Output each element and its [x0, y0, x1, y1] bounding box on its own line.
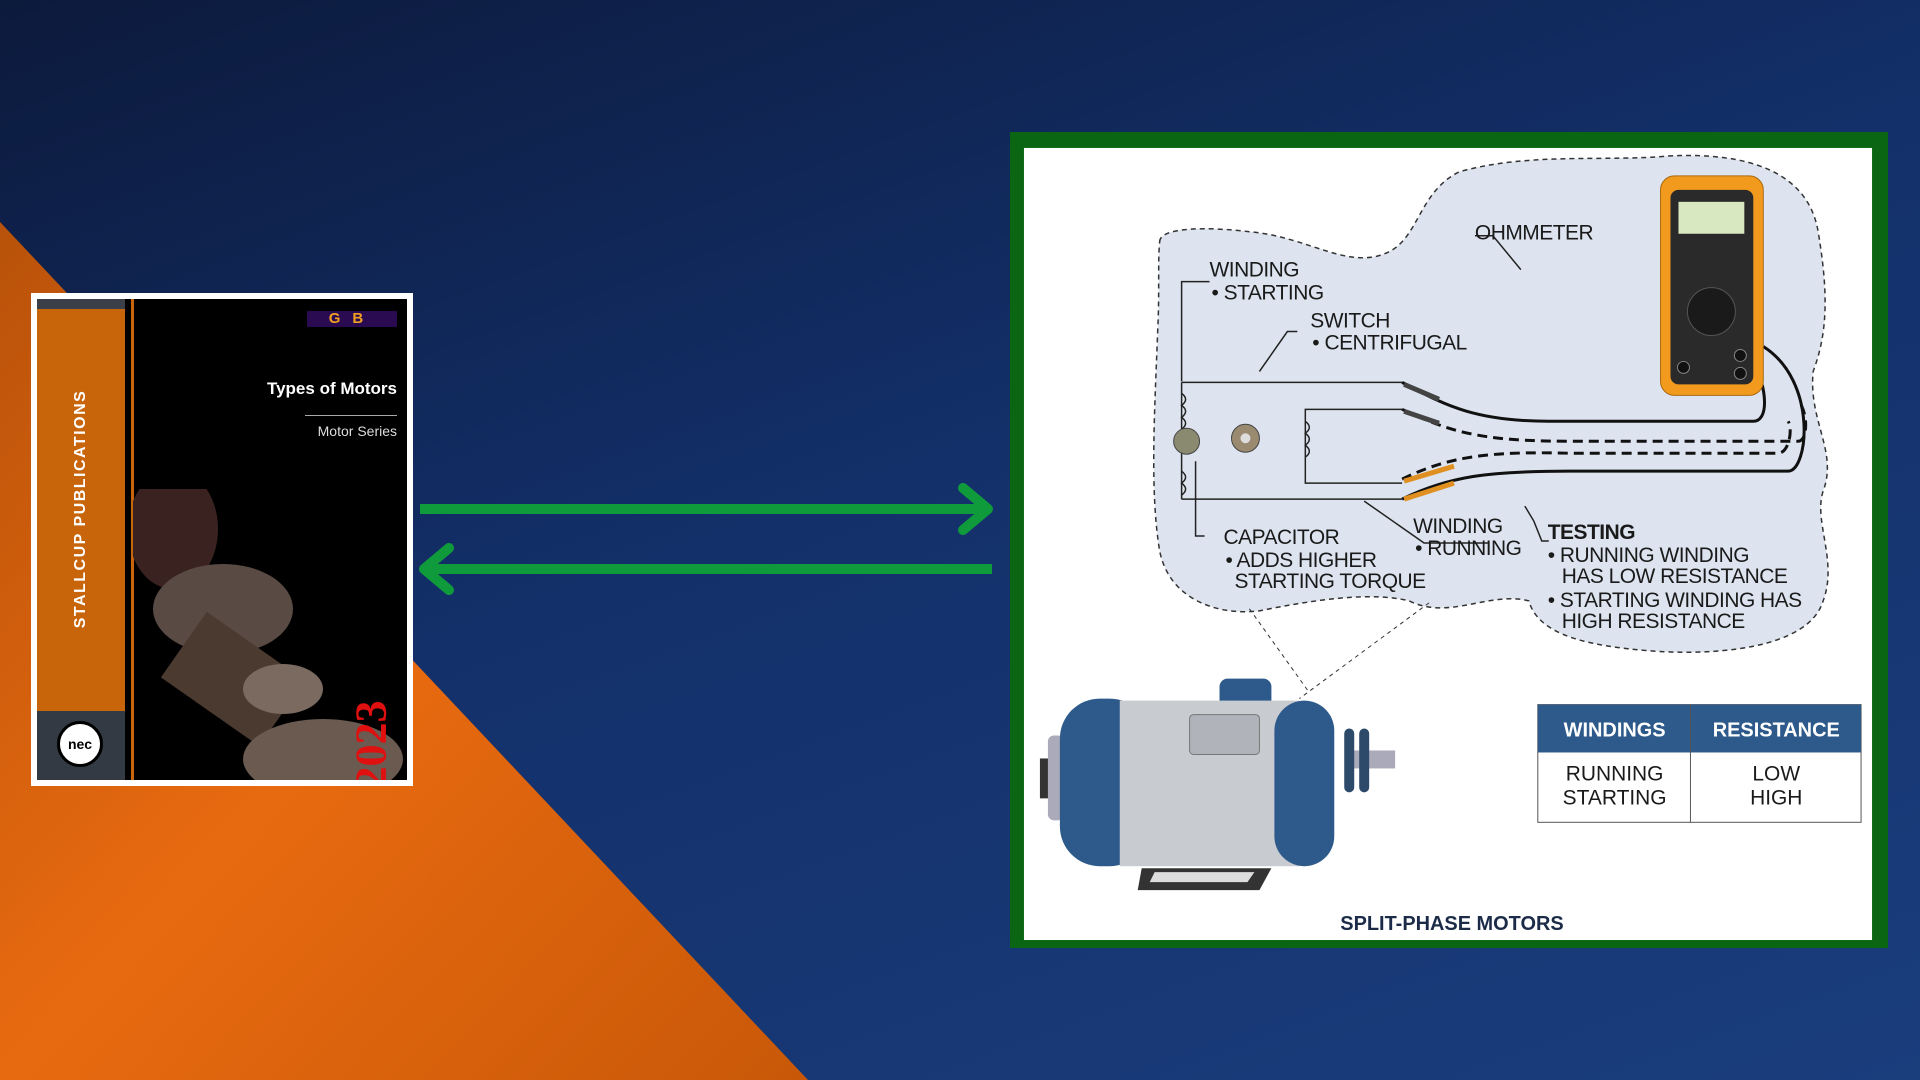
winding-starting-label: WINDING [1210, 259, 1300, 282]
detail-cloud [1152, 154, 1829, 653]
nec-logo: nec [57, 721, 103, 767]
resistance-table: WINDINGS RESISTANCE RUNNING LOW STARTING… [1537, 704, 1862, 823]
ohmmeter-icon [1660, 175, 1764, 396]
testing-line-1a: • RUNNING WINDING [1548, 544, 1749, 567]
winding-running-label: WINDING [1413, 515, 1503, 538]
capacitor-icon [1173, 427, 1201, 455]
table-header-windings: WINDINGS [1564, 720, 1666, 742]
title-divider [305, 415, 397, 416]
winding-running-sub: • RUNNING [1415, 537, 1521, 560]
capacitor-sub-2: STARTING TORQUE [1234, 570, 1426, 593]
publisher-name: STALLCUP PUBLICATIONS [72, 389, 89, 629]
left-arrow-head [419, 543, 454, 595]
capacitor-sub-1: • ADDS HIGHER [1226, 549, 1377, 572]
capacitor-label: CAPACITOR [1224, 526, 1340, 549]
gb-logo: GB [307, 311, 397, 327]
motor-illustration [1039, 678, 1396, 891]
testing-line-1b: HAS LOW RESISTANCE [1562, 565, 1788, 588]
table-header-resistance: RESISTANCE [1713, 720, 1840, 742]
circuit [1180, 234, 1549, 544]
switch-sub: • CENTRIFUGAL [1312, 331, 1466, 354]
book-cover[interactable]: STALLCUP PUBLICATIONS nec GB Types of Mo… [31, 293, 413, 786]
spine [37, 309, 125, 711]
testing-line-2b: HIGH RESISTANCE [1562, 610, 1745, 633]
book-title: Types of Motors [266, 379, 397, 398]
diagram-caption: SPLIT-PHASE MOTORS [1340, 913, 1563, 935]
table-cell: RUNNING [1566, 762, 1664, 785]
switch-label: SWITCH [1310, 310, 1390, 333]
winding-starting-sub: • STARTING [1212, 282, 1324, 305]
testing-title: TESTING [1548, 521, 1635, 544]
diagram-frame: OHMMETER WINDING • STARTING SWITCH • CEN… [1010, 132, 1888, 948]
motor-photo [133, 489, 403, 780]
right-arrow-head [958, 483, 993, 535]
testing-line-2a: • STARTING WINDING HAS [1548, 589, 1802, 612]
book-subtitle: Motor Series [317, 423, 397, 439]
split-phase-diagram: OHMMETER WINDING • STARTING SWITCH • CEN… [1023, 147, 1873, 941]
table-cell: LOW [1752, 762, 1800, 785]
spine-top [37, 299, 125, 309]
table-cell: STARTING [1563, 786, 1667, 809]
book-year: 2023 [346, 700, 396, 781]
table-cell: HIGH [1750, 786, 1802, 809]
ohmmeter-label: OHMMETER [1475, 222, 1594, 245]
